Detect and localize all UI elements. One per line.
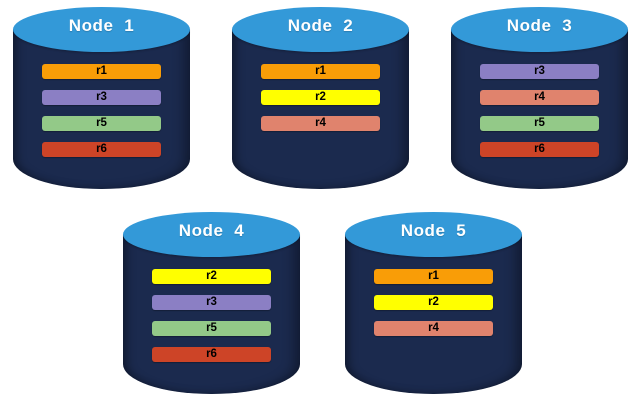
database-node-cylinder[interactable]: Node 1 r1 r3 r5 r6: [13, 7, 190, 189]
replica-bar[interactable]: r3: [42, 90, 161, 105]
replica-list: r2 r3 r5 r6: [152, 269, 271, 373]
replica-label: r2: [315, 91, 326, 103]
replica-bar[interactable]: r4: [261, 116, 380, 131]
replica-bar[interactable]: r5: [152, 321, 271, 336]
replica-label: r5: [206, 322, 217, 334]
replica-label: r5: [534, 117, 545, 129]
replica-label: r2: [206, 270, 217, 282]
node-title: Node 1: [68, 16, 135, 35]
node-body: [13, 29, 190, 189]
replica-label: r6: [206, 348, 217, 360]
node-top-ellipse: [451, 7, 628, 52]
database-node-cylinder[interactable]: Node 4 r2 r3 r5 r6: [123, 212, 300, 394]
node-title: Node 2: [287, 16, 354, 35]
replica-bar[interactable]: r1: [374, 269, 493, 284]
replica-label: r4: [428, 322, 439, 334]
node-top-ellipse: [345, 212, 522, 257]
database-node-cylinder[interactable]: Node 5 r1 r2 r4: [345, 212, 522, 394]
replica-bar[interactable]: r3: [480, 64, 599, 79]
replica-label: r3: [206, 296, 217, 308]
replica-label: r1: [428, 270, 439, 282]
replica-label: r3: [534, 65, 545, 77]
replica-bar[interactable]: r5: [480, 116, 599, 131]
node-body: [232, 29, 409, 189]
replica-bar[interactable]: r6: [480, 142, 599, 157]
replica-label: r3: [96, 91, 107, 103]
node-top-ellipse: [232, 7, 409, 52]
replica-bar[interactable]: r4: [374, 321, 493, 336]
replica-list: r1 r2 r4: [261, 64, 380, 142]
replica-list: r1 r3 r5 r6: [42, 64, 161, 168]
replica-bar[interactable]: r2: [374, 295, 493, 310]
database-node-cylinder[interactable]: Node 3 r3 r4 r5 r6: [451, 7, 628, 189]
replica-bar[interactable]: r4: [480, 90, 599, 105]
replica-label: r4: [534, 91, 545, 103]
replica-label: r5: [96, 117, 107, 129]
replica-bar[interactable]: r2: [261, 90, 380, 105]
replica-bar[interactable]: r2: [152, 269, 271, 284]
replica-bar[interactable]: r6: [42, 142, 161, 157]
node-title: Node 4: [178, 221, 245, 240]
node-body: [123, 234, 300, 394]
replica-label: r1: [315, 65, 326, 77]
replica-list: r1 r2 r4: [374, 269, 493, 347]
replica-bar[interactable]: r1: [261, 64, 380, 79]
replica-bar[interactable]: r1: [42, 64, 161, 79]
replica-label: r1: [96, 65, 107, 77]
replica-label: r4: [315, 117, 326, 129]
replica-bar[interactable]: r5: [42, 116, 161, 131]
replica-list: r3 r4 r5 r6: [480, 64, 599, 168]
replica-label: r2: [428, 296, 439, 308]
database-node-cylinder[interactable]: Node 2 r1 r2 r4: [232, 7, 409, 189]
node-top-ellipse: [13, 7, 190, 52]
node-top-ellipse: [123, 212, 300, 257]
replica-bar[interactable]: r3: [152, 295, 271, 310]
replica-label: r6: [96, 143, 107, 155]
replica-label: r6: [534, 143, 545, 155]
node-title: Node 5: [400, 221, 467, 240]
replica-bar[interactable]: r6: [152, 347, 271, 362]
node-title: Node 3: [506, 16, 573, 35]
node-body: [345, 234, 522, 394]
node-body: [451, 29, 628, 189]
